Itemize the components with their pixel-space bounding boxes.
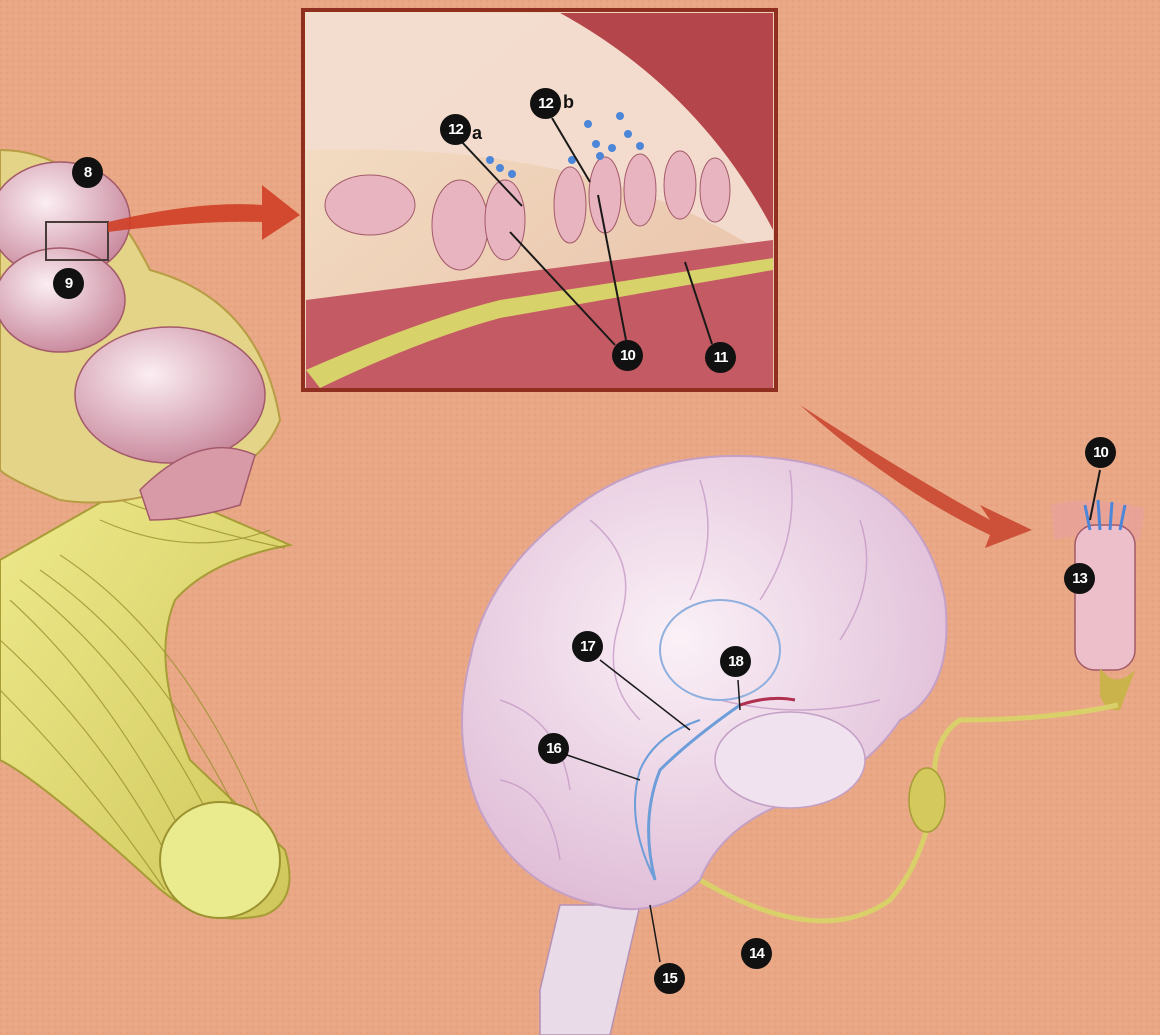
label-16: 16 [538,733,569,764]
organ-of-corti-inset [303,10,776,390]
label-11: 11 [705,342,736,373]
label-12b: 12 [530,88,561,119]
label-8: 8 [72,157,103,188]
cochlear-chamber-lower [75,327,265,463]
label-14: 14 [741,938,772,969]
label-12b-suffix: b [563,92,574,113]
spiral-ganglion [909,768,945,832]
label-18: 18 [720,646,751,677]
label-12a-suffix: a [472,123,482,144]
label-17: 17 [572,631,603,662]
hair-cell-body [1075,525,1135,670]
label-10-inset: 10 [612,340,643,371]
label-12a: 12 [440,114,471,145]
label-13: 13 [1064,563,1095,594]
temporal-lobe [715,712,865,808]
label-9: 9 [53,268,84,299]
nerve-cut-end [160,802,280,918]
label-10-cell: 10 [1085,437,1116,468]
label-15: 15 [654,963,685,994]
cochlear-chamber-middle [0,248,125,352]
